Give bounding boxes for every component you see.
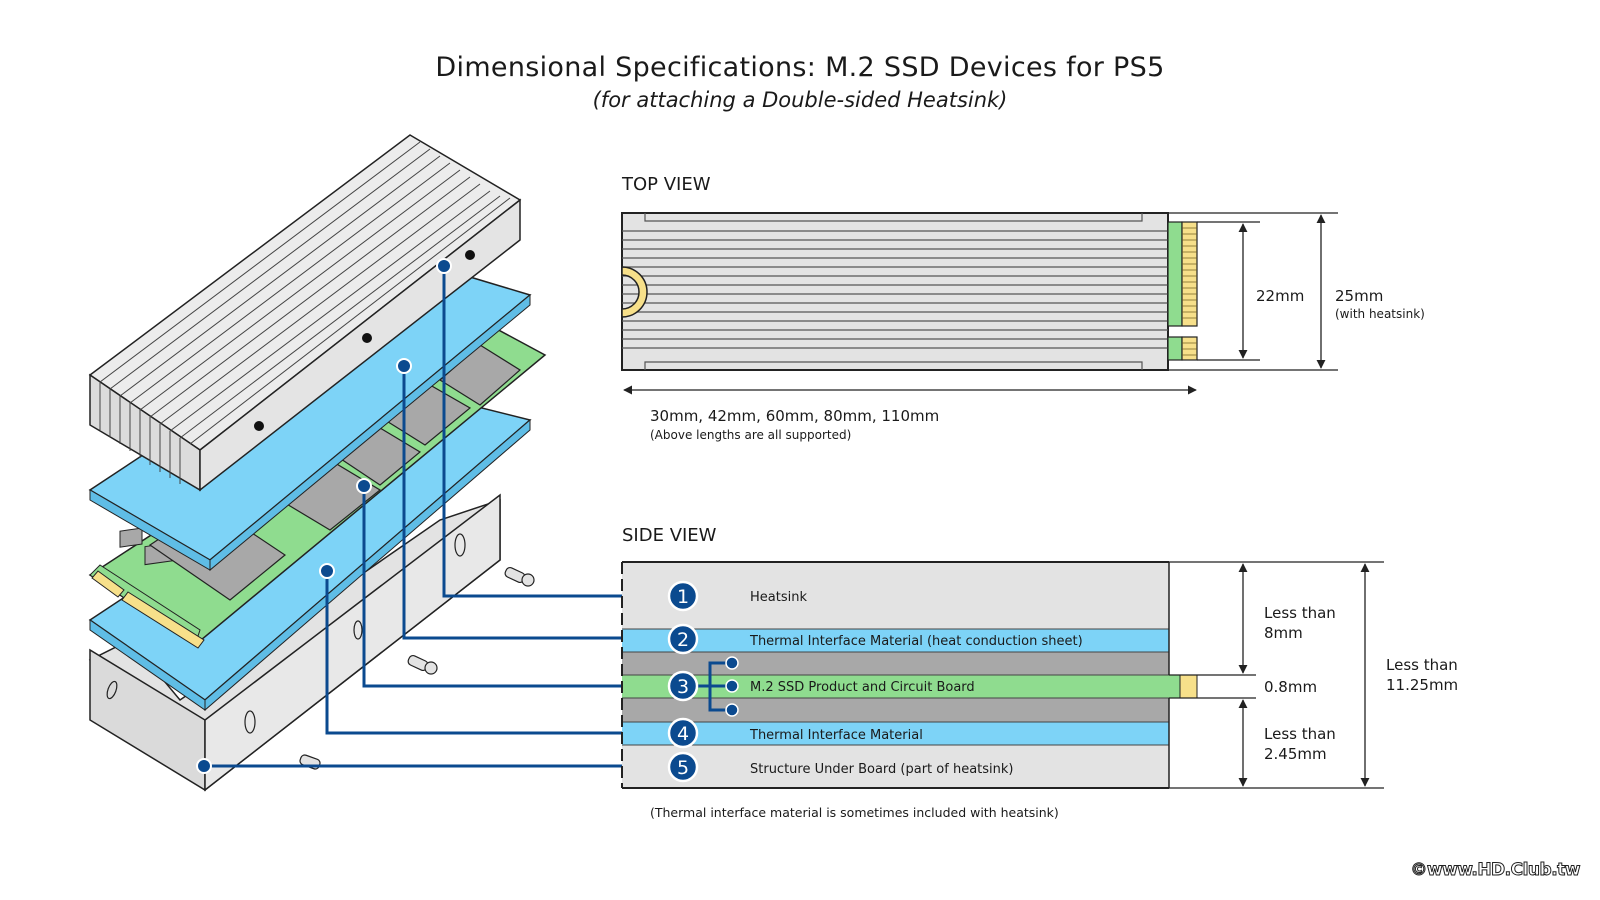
dim-bottom-line1: Less than: [1264, 725, 1336, 743]
layer-badges: 1 2 3 4 5: [667, 580, 699, 783]
layer-heatsink: [622, 562, 1169, 629]
dim-top-line2: 8mm: [1264, 624, 1303, 642]
layer-thermal-bottom: [622, 722, 1169, 745]
diagram-subtitle: (for attaching a Double-sided Heatsink): [592, 88, 1008, 112]
layer-label-thermal-top: Thermal Interface Material (heat conduct…: [749, 634, 1083, 649]
dim-total-line1: Less than: [1386, 656, 1458, 674]
layer-label-structure: Structure Under Board (part of heatsink): [750, 762, 1013, 777]
callout-anchor-dots: [196, 258, 452, 774]
layer-structure: [622, 745, 1169, 788]
top-width-heatsink-note: (with heatsink): [1335, 307, 1425, 321]
badge-5: 5: [667, 751, 699, 783]
svg-text:1: 1: [677, 586, 689, 608]
top-length-note: (Above lengths are all supported): [650, 428, 851, 442]
svg-text:2: 2: [677, 629, 689, 651]
badge-1: 1: [667, 580, 699, 612]
dim-bottom-line2: 2.45mm: [1264, 745, 1327, 763]
side-view-label: SIDE VIEW: [622, 525, 717, 546]
dim-top-line1: Less than: [1264, 604, 1336, 622]
svg-text:5: 5: [677, 757, 689, 779]
top-view-drawing: [621, 212, 1338, 395]
layer-chips-top: [622, 652, 1169, 675]
callout-lines: [204, 266, 682, 768]
svg-text:3: 3: [677, 676, 689, 698]
top-length-label: 30mm, 42mm, 60mm, 80mm, 110mm: [650, 407, 939, 425]
dim-total-line2: 11.25mm: [1386, 676, 1458, 694]
layer-chips-bottom: [622, 698, 1169, 722]
screw-icon: [299, 566, 535, 770]
layer-label-board: M.2 SSD Product and Circuit Board: [750, 680, 975, 695]
dim-board: 0.8mm: [1264, 678, 1317, 696]
top-width-heatsink-label: 25mm: [1335, 287, 1383, 305]
badge-4: 4: [667, 717, 699, 749]
top-width-board-label: 22mm: [1256, 287, 1304, 305]
layer-label-thermal-bottom: Thermal Interface Material: [749, 728, 923, 743]
side-view-drawing: [621, 561, 1384, 789]
layer-thermal-top: [622, 629, 1169, 652]
layer-label-heatsink: Heatsink: [750, 590, 807, 605]
watermark: ©www.HD.Club.tw: [1410, 860, 1581, 881]
top-view-label: TOP VIEW: [622, 174, 711, 195]
diagram-title: Dimensional Specifications: M.2 SSD Devi…: [435, 52, 1165, 83]
side-view-footnote: (Thermal interface material is sometimes…: [650, 805, 1059, 820]
svg-text:4: 4: [677, 723, 689, 745]
layer-board: [622, 675, 1180, 698]
badge-3: 3: [667, 670, 699, 702]
badge-2: 2: [667, 623, 699, 655]
exploded-illustration: [88, 134, 547, 792]
